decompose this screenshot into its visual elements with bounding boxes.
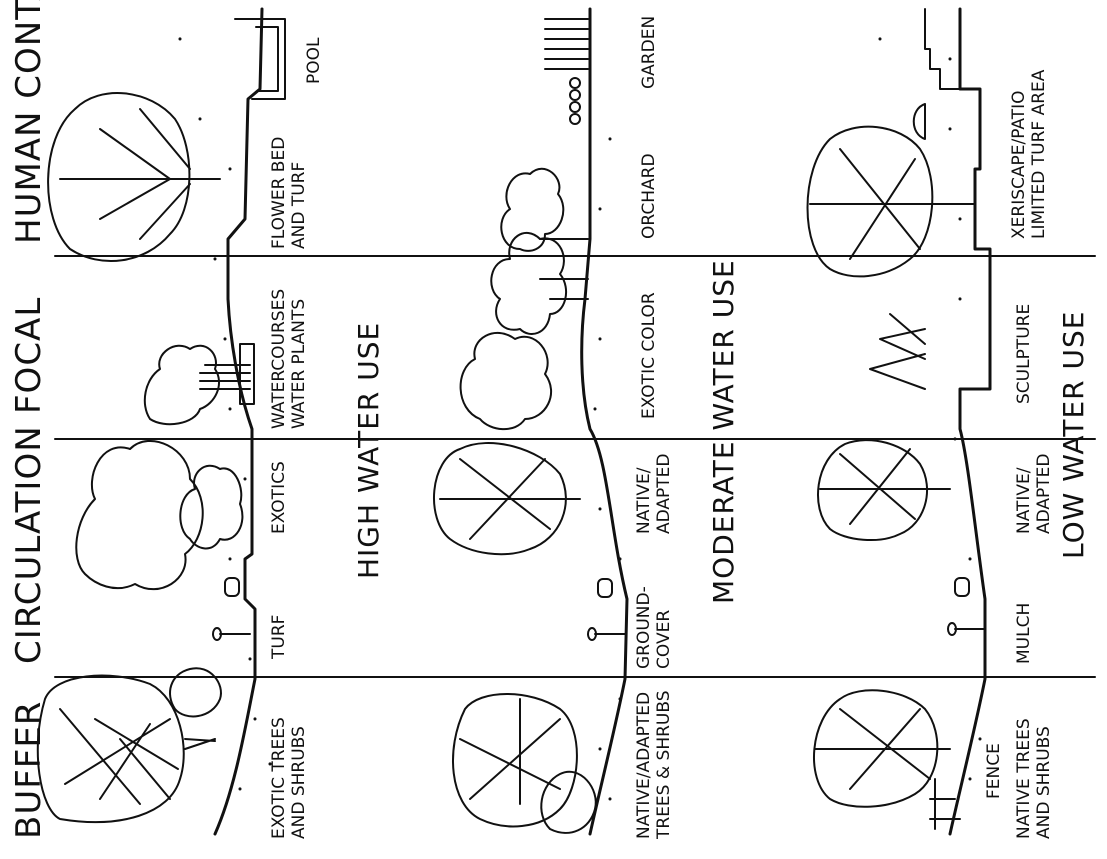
label-xeriscape: XERISCAPE/PATIO LIMITED TURF AREA [1010,39,1049,239]
bench-icon [225,578,239,596]
label-fence: FENCE [985,743,1005,799]
label-orchard: ORCHARD [640,153,660,239]
band-title-low: LOW WATER USE [1060,311,1088,559]
water-plants-icon [145,344,254,424]
orchard-icon [491,169,588,334]
shrub-icon [541,772,595,833]
zone-label-human-contact: HUMAN CONTACT [12,0,46,244]
tree-icon [814,690,950,807]
zone-label-focal: FOCAL [12,297,46,414]
label-pool: POOL [305,38,325,84]
tree-icon [434,443,580,554]
tree-icon [453,694,577,826]
garden-rows-icon [545,19,588,124]
patio-steps-icon [925,9,960,89]
tree-icon [818,440,950,540]
bench-icon [598,579,612,597]
zone-label-circulation: CIRCULATION [12,425,46,664]
label-groundcover: GROUND-COVER [635,594,674,669]
zone-label-buffer: BUFFER [12,701,46,839]
lamp-post-icon [948,623,985,635]
label-sculpture: SCULPTURE [1015,304,1035,404]
ground-line-moderate [582,9,627,834]
band-title-high: HIGH WATER USE [355,322,383,579]
ground-line-high [215,9,262,834]
shrub-icon [461,333,552,429]
label-native-trees-shrubs: NATIVE TREES AND SHRUBS [1015,679,1054,839]
label-exotic-trees-shrubs: EXOTIC TREES AND SHRUBS [270,689,309,839]
tree-icon [38,676,215,822]
label-exotics: EXOTICS [270,461,290,534]
label-flower-bed-turf: FLOWER BED AND TURF [270,119,309,249]
lamp-post-icon [213,628,250,640]
tree-icon [76,441,202,589]
ground-line-low [950,9,990,834]
label-watercourses: WATERCOURSES WATER PLANTS [270,264,309,429]
label-native-adapted-mod: NATIVE/ ADAPTED [635,444,674,534]
lamp-post-icon [588,628,625,640]
tree-icon [48,93,220,261]
tree-icon [808,127,976,277]
label-native-adapted-low: NATIVE/ ADAPTED [1015,444,1054,534]
label-mulch: MULCH [1015,603,1035,664]
band-title-moderate: MODERATE WATER USE [710,259,738,604]
sculpture-icon [870,314,925,389]
label-exotic-color: EXOTIC COLOR [640,292,660,419]
bench-icon [955,578,969,596]
shrub-icon [170,668,221,716]
pot-icon [914,104,925,139]
label-turf: TURF [270,615,290,659]
label-native-adapted-trees: NATIVE/ADAPTED TREES & SHRUBS [635,674,674,839]
label-garden: GARDEN [640,16,660,89]
